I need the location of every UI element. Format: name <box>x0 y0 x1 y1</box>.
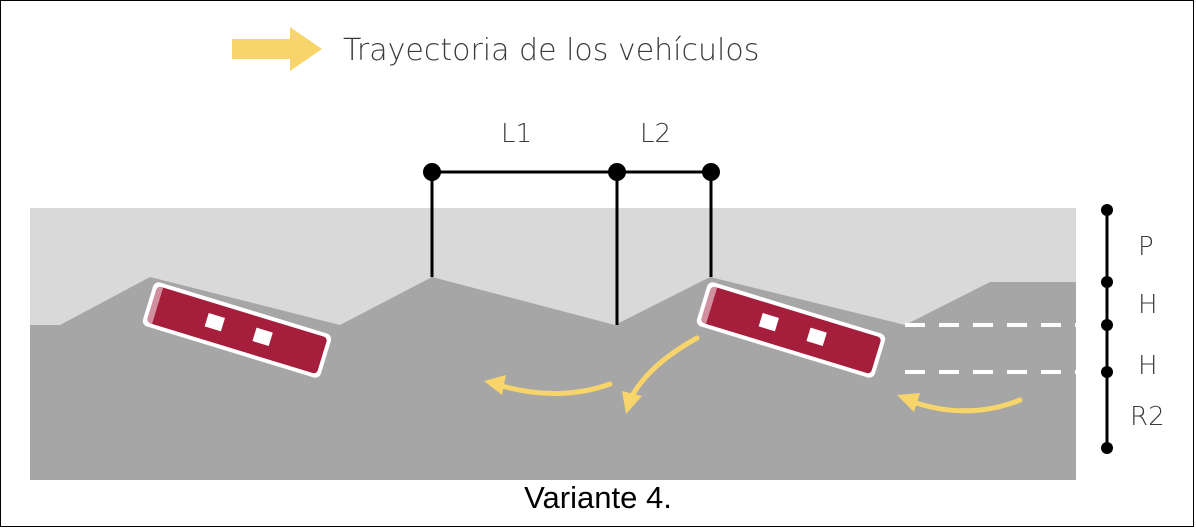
vehicle-left <box>142 282 332 378</box>
trajectory-arrow-3 <box>897 393 1023 414</box>
arrow-right-icon <box>232 27 322 71</box>
side-label-h1: H <box>1138 290 1158 320</box>
trajectory-arrow-2 <box>622 335 700 414</box>
vehicle-right <box>696 282 886 378</box>
trajectory-arrow-1 <box>484 375 613 397</box>
figure-caption: Variante 4. <box>524 480 672 515</box>
top-dimension <box>423 163 720 325</box>
side-label-p: P <box>1138 232 1154 262</box>
legend-label: Trayectoria de los vehículos <box>343 33 759 68</box>
side-label-h2: H <box>1138 351 1158 381</box>
side-label-r2: R2 <box>1130 402 1165 432</box>
dimension-label-l1: L1 <box>501 119 532 149</box>
side-dimension <box>1101 204 1113 454</box>
dimension-label-l2: L2 <box>640 119 671 149</box>
